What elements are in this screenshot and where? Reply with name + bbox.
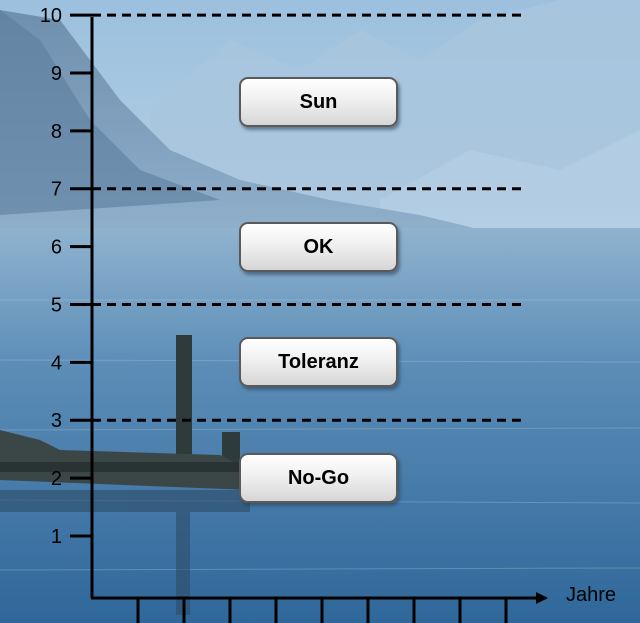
zone-button-toleranz[interactable]: Toleranz xyxy=(239,337,398,387)
x-axis-label: Jahre xyxy=(566,584,616,606)
y-tick-label: 8 xyxy=(51,121,62,143)
y-tick-label: 10 xyxy=(40,5,62,27)
y-tick-label: 3 xyxy=(51,410,62,432)
y-tick-label: 9 xyxy=(51,63,62,85)
y-tick-label: 1 xyxy=(51,526,62,548)
y-tick-label: 5 xyxy=(51,294,62,316)
y-tick-label: 4 xyxy=(51,352,62,374)
zone-button-no-go[interactable]: No-Go xyxy=(239,453,398,503)
threshold-lines xyxy=(92,13,522,422)
y-tick-label: 6 xyxy=(51,237,62,259)
y-axis-ticks: 1 2 3 4 5 6 7 8 9 10 xyxy=(40,5,92,548)
zone-button-sun[interactable]: Sun xyxy=(239,77,398,127)
y-tick-label: 7 xyxy=(51,179,62,201)
zone-button-ok[interactable]: OK xyxy=(239,222,398,272)
x-axis-ticks xyxy=(136,598,508,623)
y-tick-label: 2 xyxy=(51,468,62,490)
